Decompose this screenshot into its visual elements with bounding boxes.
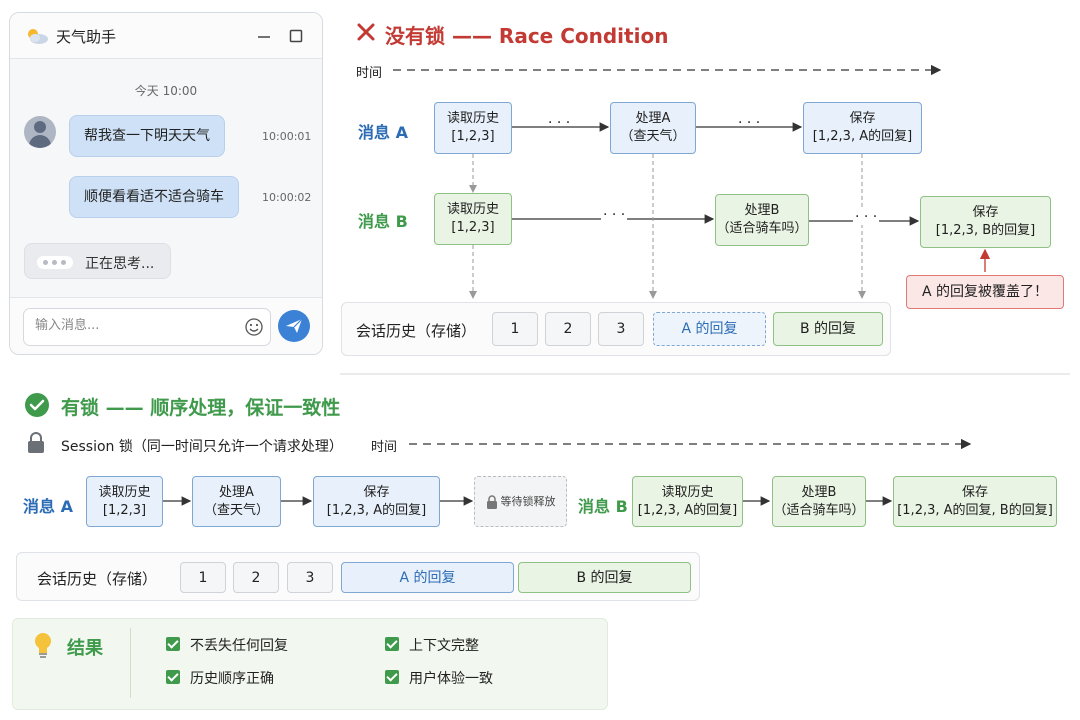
wait-lock-box: 等待锁释放: [474, 476, 567, 527]
result-item-3: 历史顺序正确: [190, 671, 274, 687]
top-b-dots-1: · · ·: [601, 207, 628, 223]
top-history-item-3: 3: [598, 312, 644, 346]
message-time-1: 10:00:01: [262, 130, 312, 143]
message-input[interactable]: [35, 318, 235, 333]
bottom-b-read-box: 读取历史[1,2,3, A的回复]: [632, 476, 743, 527]
session-lock-label: Session 锁（同一时间只允许一个请求处理）: [61, 439, 343, 455]
message-time-2: 10:00:02: [262, 191, 312, 204]
lock-icon: [28, 432, 44, 453]
result-item-2: 上下文完整: [409, 638, 479, 654]
lock-title: 有锁 —— 顺序处理，保证一致性: [61, 397, 341, 419]
top-b-read-box: 读取历史[1,2,3]: [434, 193, 512, 245]
bottom-history-item-1: 1: [180, 562, 226, 593]
result-item-1: 不丢失任何回复: [190, 638, 288, 654]
top-a-process-box: 处理A（查天气）: [610, 102, 696, 154]
bottom-history-item-2: 2: [233, 562, 279, 593]
top-a-read-box: 读取历史[1,2,3]: [434, 102, 512, 154]
check-icon: [385, 670, 399, 684]
top-a-save-box: 保存[1,2,3, A的回复]: [803, 102, 922, 154]
check-icon: [166, 670, 180, 684]
top-history-item-2: 2: [545, 312, 591, 346]
maximize-icon[interactable]: [289, 29, 303, 43]
message-bubble-1: 帮我查一下明天天气: [69, 115, 225, 157]
top-a-dots-1: · · ·: [548, 115, 571, 131]
top-history-label: 会话历史（存储）: [356, 322, 477, 340]
chat-window: 天气助手 今天 10:00 帮我查一下明天天气 10:00:01 顺便看看适不适…: [9, 12, 323, 355]
bottom-time-label: 时间: [371, 440, 398, 455]
top-row-a-label: 消息 A: [358, 123, 408, 142]
bottom-b-save-box: 保存[1,2,3, A的回复, B的回复]: [893, 476, 1057, 527]
thinking-indicator: 正在思考...: [24, 243, 171, 279]
check-icon: [385, 637, 399, 651]
bottom-b-label: 消息 B: [578, 497, 628, 516]
bottom-history-item-3: 3: [287, 562, 333, 593]
top-row-b-label: 消息 B: [358, 212, 408, 231]
result-divider: [130, 628, 131, 698]
bottom-b-process-box: 处理B（适合骑车吗）: [772, 476, 866, 527]
message-input-box: [23, 308, 271, 346]
top-b-dots-2: · · ·: [853, 209, 880, 225]
small-lock-icon: [486, 494, 497, 509]
time-divider: 今天 10:00: [134, 84, 198, 98]
top-history-item-1: 1: [492, 312, 538, 346]
result-item-4: 用户体验一致: [409, 671, 493, 687]
top-a-dots-2: · · ·: [738, 115, 761, 131]
emoji-icon[interactable]: [245, 318, 263, 336]
top-history-a-reply: A 的回复: [653, 312, 766, 346]
chat-title: 天气助手: [56, 28, 117, 46]
typing-dots-icon: [37, 256, 73, 269]
bottom-a-read-box: 读取历史[1,2,3]: [86, 476, 163, 527]
cross-icon: [357, 23, 375, 41]
top-b-process-box: 处理B（适合骑车吗）: [715, 194, 809, 246]
bottom-a-save-box: 保存[1,2,3, A的回复]: [313, 476, 440, 527]
top-b-save-box: 保存[1,2,3, B的回复]: [920, 196, 1051, 248]
send-icon: [286, 318, 303, 333]
bottom-a-process-box: 处理A（查天气）: [192, 476, 281, 527]
check-circle-icon: [25, 393, 49, 417]
message-bubble-2: 顺便看看适不适合骑车: [69, 176, 239, 218]
lightbulb-icon: [35, 633, 51, 658]
check-icon: [166, 637, 180, 651]
send-button[interactable]: [278, 310, 310, 342]
bottom-history-b-reply: B 的回复: [518, 562, 691, 593]
weather-icon: [28, 29, 48, 44]
result-title: 结果: [67, 638, 103, 659]
user-avatar: [24, 116, 56, 148]
minimize-icon[interactable]: [257, 30, 271, 44]
no-lock-title: 没有锁 —— Race Condition: [385, 24, 669, 48]
chat-input-bar: [10, 297, 322, 354]
top-time-label: 时间: [356, 66, 383, 81]
bottom-history-a-reply: A 的回复: [341, 562, 514, 593]
bottom-history-label: 会话历史（存储）: [37, 570, 158, 588]
top-history-b-reply: B 的回复: [773, 312, 883, 346]
overwrite-warning: A 的回复被覆盖了！: [906, 275, 1064, 309]
thinking-text: 正在思考...: [85, 256, 155, 272]
bottom-a-label: 消息 A: [23, 497, 73, 516]
result-panel: [12, 618, 608, 710]
chat-header: 天气助手: [10, 13, 322, 59]
